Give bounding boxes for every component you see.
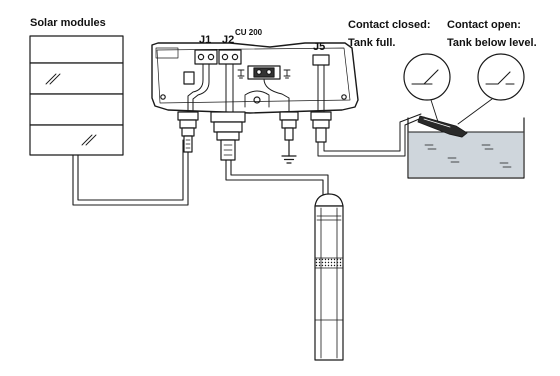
terminal-j5-label: J5 bbox=[313, 41, 326, 53]
j1-screw-1 bbox=[197, 53, 205, 61]
pump-cable bbox=[225, 159, 329, 197]
controller-box bbox=[151, 42, 359, 114]
water-tank bbox=[407, 115, 525, 179]
solar-cable bbox=[72, 139, 189, 206]
contact-closed-symbol bbox=[411, 69, 439, 85]
contact-open-gauge bbox=[457, 53, 525, 125]
cable-gland-1 bbox=[177, 111, 199, 153]
solar-panel-4 bbox=[29, 124, 124, 156]
j2-screw-2 bbox=[231, 53, 239, 61]
controller-center-screw bbox=[253, 96, 261, 104]
pump-cap bbox=[314, 193, 344, 207]
cable-gland-3 bbox=[279, 111, 299, 141]
contact-open-title: Contact open: bbox=[447, 19, 521, 31]
internal-wire-j5 bbox=[317, 64, 325, 113]
contact-open-symbol bbox=[485, 71, 515, 85]
contact-open-state: Tank below level. bbox=[447, 37, 537, 49]
solar-panel-2 bbox=[29, 62, 124, 95]
controller-left-cutout bbox=[155, 47, 179, 59]
controller-screw-right bbox=[341, 94, 347, 100]
controller-indicator bbox=[183, 71, 195, 85]
terminal-j1-label: J1 bbox=[199, 34, 212, 46]
cable-gland-2 bbox=[210, 111, 246, 161]
j1-screw-2 bbox=[207, 53, 215, 61]
tank-walls bbox=[407, 117, 525, 179]
internal-wire-j2 bbox=[225, 63, 234, 113]
pump-stripe bbox=[320, 207, 338, 359]
solar-module-stack bbox=[29, 35, 124, 156]
internal-wire-earth bbox=[263, 78, 290, 113]
submersible-pump bbox=[314, 193, 344, 361]
contact-closed-gauge bbox=[403, 53, 451, 129]
tank-water bbox=[409, 132, 523, 177]
contact-closed-title: Contact closed: bbox=[348, 19, 431, 31]
controller-model-label: CU 200 bbox=[235, 28, 263, 37]
earth-terminal-core bbox=[253, 67, 275, 78]
open-leader-line bbox=[457, 98, 493, 125]
controller-inner-outline bbox=[156, 47, 351, 104]
contact-closed-state: Tank full. bbox=[348, 37, 396, 49]
earth-symbol-right bbox=[283, 69, 291, 79]
pump-collar bbox=[316, 215, 342, 221]
float-switch-cable bbox=[317, 113, 425, 157]
j2-connector bbox=[218, 49, 242, 65]
earth-screw-2 bbox=[266, 69, 272, 75]
pump-inlet-screen bbox=[314, 257, 344, 269]
ground-symbol bbox=[281, 139, 297, 164]
pump-body bbox=[314, 205, 344, 361]
j5-connector bbox=[312, 54, 330, 66]
solar-panel-3 bbox=[29, 93, 124, 126]
j2-screw-1 bbox=[221, 53, 229, 61]
solar-modules-label: Solar modules bbox=[30, 17, 106, 29]
earth-symbol-left bbox=[237, 69, 245, 79]
internal-wire-j1 bbox=[187, 63, 210, 113]
water-ripple-marks bbox=[424, 144, 512, 168]
earth-screw-1 bbox=[256, 69, 262, 75]
controller-center-bracket bbox=[244, 90, 270, 108]
terminal-j2-label: J2 bbox=[222, 34, 235, 46]
j1-connector bbox=[194, 49, 218, 65]
solar-panel-1 bbox=[29, 35, 124, 64]
panel-glare-marks bbox=[45, 73, 97, 146]
float-switch-highlight bbox=[423, 118, 451, 128]
controller-screw-left bbox=[160, 94, 166, 100]
cable-gland-4 bbox=[310, 111, 332, 143]
